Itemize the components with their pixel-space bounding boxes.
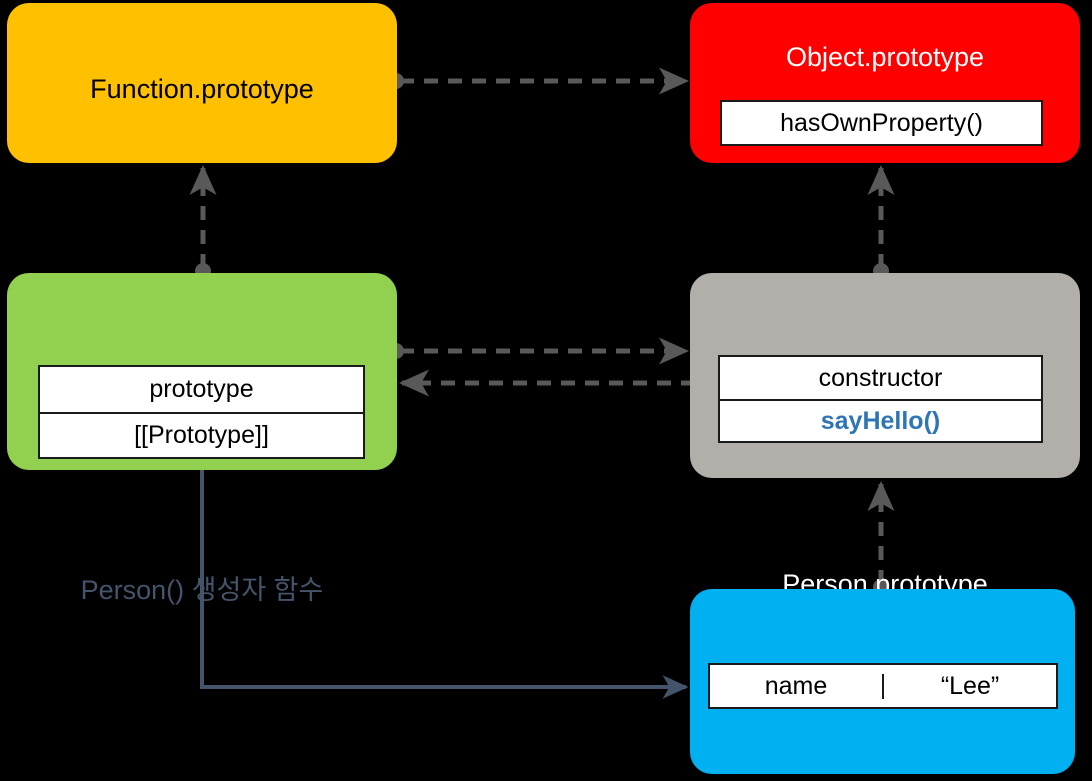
edge-person-prototype-to-object-prototype xyxy=(867,165,895,279)
node-person-constructor-title: Person() 생성자 함수 xyxy=(80,575,324,605)
property-prototype: prototype xyxy=(149,375,254,403)
property-name-key: name xyxy=(764,671,828,700)
property-has-own-property: hasOwnProperty() xyxy=(780,108,983,137)
table-row: sayHello() xyxy=(720,399,1041,441)
edge-person-prototype-constructor-to-person-constructor xyxy=(399,369,731,397)
property-say-hello: sayHello() xyxy=(820,406,941,435)
property-table-object-prototype: hasOwnProperty() xyxy=(720,100,1043,146)
property-table-person-constructor: prototype [[Prototype]] xyxy=(38,365,365,459)
edge-function-prototype-to-object-prototype xyxy=(388,67,689,95)
property-table-person-prototype: constructor sayHello() xyxy=(718,355,1043,443)
table-row: name “Lee” xyxy=(710,665,1056,707)
table-row: constructor xyxy=(720,357,1041,399)
node-function-prototype-title: Function.prototype xyxy=(90,74,314,104)
property-name-value: “Lee” xyxy=(882,673,1056,699)
table-row: [[Prototype]] xyxy=(40,412,363,457)
table-row: prototype xyxy=(40,367,363,412)
edge-person-constructor-to-function-prototype xyxy=(189,165,217,279)
table-row: hasOwnProperty() xyxy=(722,102,1041,144)
property-internal-prototype: [[Prototype]] xyxy=(134,421,269,449)
node-function-prototype[interactable]: Function.prototype xyxy=(7,3,397,163)
property-constructor: constructor xyxy=(818,363,943,392)
property-table-foo-object: name “Lee” xyxy=(708,663,1058,709)
node-object-prototype-title: Object.prototype xyxy=(785,42,985,72)
edge-person-constructor-prototype-to-person-prototype xyxy=(388,337,689,365)
